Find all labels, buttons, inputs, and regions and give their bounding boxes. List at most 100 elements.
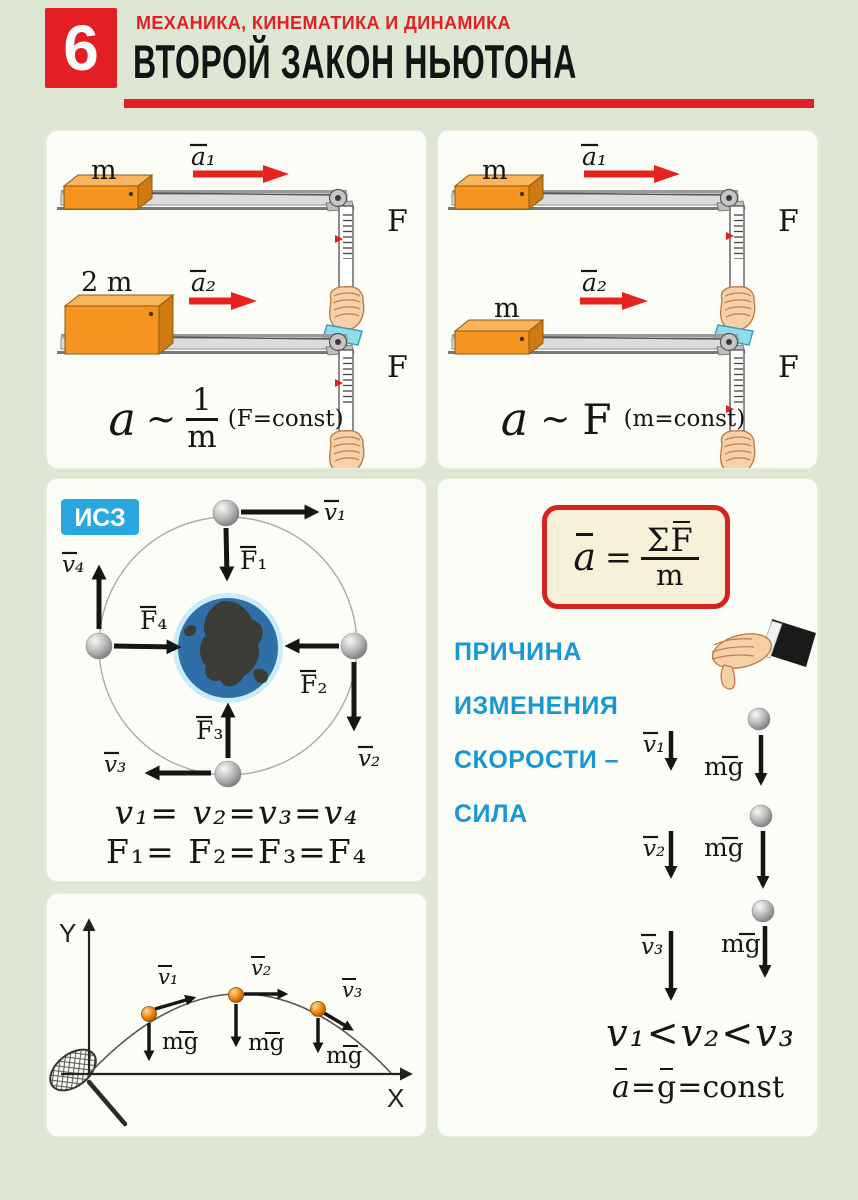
scale-pointer (726, 232, 734, 240)
panel-mass-experiment: m a₁ F (46, 130, 427, 469)
acceleration-arrow-a2: a₂ (580, 268, 648, 310)
velocity-arrow-v1 (154, 994, 197, 1011)
sigma-sign: Σ (646, 520, 670, 559)
satellite-ball (340, 632, 368, 660)
panel-satellite: ИСЗ v₁ F₁ v₄ F₄ (46, 478, 427, 882)
svg-text:mg: mg (704, 752, 744, 781)
velocity-label-v1: v₁ (643, 731, 665, 758)
cord (138, 192, 336, 196)
projectile-ball (310, 1001, 326, 1017)
block-label: m (482, 155, 508, 186)
svg-text:F₁: F₁ (240, 546, 267, 575)
cause-text: ПРИЧИНА ИЗМЕНЕНИЯ СКОРОСТИ – СИЛА (454, 625, 689, 841)
svg-text:v₁: v₁ (324, 500, 346, 526)
badge-label: ИСЗ (74, 504, 125, 532)
svg-text:v₃: v₃ (641, 934, 663, 960)
racket-icon (49, 1048, 128, 1127)
svg-text:v₂: v₂ (643, 836, 665, 862)
law-F: F (670, 520, 693, 559)
acceleration-arrow-a1: a₁ (581, 142, 680, 183)
force-arrow-f4 (113, 639, 182, 655)
cord (529, 336, 727, 340)
concl-a: a (611, 1069, 630, 1105)
page-title: ВТОРОЙ ЗАКОН НЬЮТОНА (133, 35, 578, 88)
number-badge: 6 (45, 8, 117, 88)
scale-pointer (335, 235, 343, 243)
svg-text:F₄: F₄ (140, 606, 167, 635)
formula-a: a (108, 392, 136, 446)
cause-line: СКОРОСТИ – (454, 746, 620, 774)
mg-label: mg (248, 1030, 285, 1056)
block-2m (63, 293, 175, 356)
svg-text:mg: mg (704, 833, 744, 862)
block-m (453, 318, 545, 356)
block-label: m (494, 293, 520, 324)
equation-forces: F₁= F₂=F₃=F₄ (106, 831, 368, 871)
svg-text:F₂: F₂ (300, 670, 327, 699)
svg-text:a₁: a₁ (582, 142, 607, 171)
condition-label: (m=const) (623, 406, 746, 432)
velocity-label-v3: v₃ (641, 933, 663, 960)
condition-label: (F=const) (227, 406, 344, 432)
panel-freefall: v₁ mg v₂ mg v₃ mg a = Σ F (437, 478, 818, 1137)
formula-F: F (582, 394, 612, 444)
equals-sign: = (605, 538, 632, 576)
hand-dropping-icon (711, 619, 816, 690)
svg-text:mg: mg (162, 1029, 199, 1055)
velocity-label-v2: v₂ (643, 835, 665, 862)
block-m (62, 173, 154, 211)
force-arrow-f1 (219, 527, 235, 582)
formula-a-F: a ~ F (m=const) (478, 381, 768, 457)
law-m: m (655, 558, 684, 593)
velocity-label-v4: v₄ (62, 551, 84, 578)
falling-ball (747, 707, 771, 731)
velocity-label-v2: v₂ (251, 956, 271, 980)
satellite-ball (85, 632, 113, 660)
fraction-numerator: 1 (186, 383, 218, 421)
concl-g: g (657, 1069, 677, 1105)
force-label-f2: F₂ (300, 669, 327, 699)
block-label: m (91, 155, 117, 186)
cord (529, 192, 727, 196)
force-label: F (778, 350, 799, 385)
tilde: ~ (145, 398, 177, 440)
force-label: F (387, 204, 408, 239)
falling-ball (751, 899, 775, 923)
velocity-inequality: v₁<v₂<v₃ (606, 1011, 796, 1055)
mg-label: mg (326, 1043, 363, 1069)
force-label-f3: F₃ (196, 715, 223, 745)
spring-scale (726, 205, 745, 298)
panel-force-experiment: m a₁ F (437, 130, 818, 469)
law-a: a (573, 535, 596, 579)
velocity-label-v1: v₁ (158, 965, 178, 989)
force-label: F (387, 350, 408, 385)
cause-line: СИЛА (454, 800, 528, 828)
force-label-f4: F₄ (140, 605, 167, 635)
svg-text:v₃: v₃ (104, 752, 126, 778)
acceleration-conclusion: a = g =const (578, 1067, 817, 1107)
newton-law-formula-box: a = Σ F m (542, 505, 730, 609)
cause-line: ПРИЧИНА (454, 638, 582, 666)
falling-ball (749, 804, 773, 828)
projectile-ball (141, 1006, 157, 1022)
velocity-label-v3: v₃ (342, 978, 362, 1002)
acceleration-arrow-a1: a₁ (190, 142, 289, 183)
svg-text:v₄: v₄ (62, 552, 84, 578)
mg-label: mg (162, 1029, 199, 1055)
formula-a: a (500, 392, 529, 446)
axis-x-label: X (387, 1083, 404, 1113)
force-label-f1: F₁ (240, 545, 267, 575)
concl-const: =const (677, 1069, 785, 1105)
satellite-ball (212, 499, 240, 527)
svg-text:mg: mg (326, 1043, 363, 1069)
svg-text:v₂: v₂ (251, 956, 271, 980)
scale-pointer (335, 379, 343, 387)
force-label: F (778, 204, 799, 239)
velocity-label-v1: v₁ (324, 499, 346, 526)
mg-label: mg (704, 752, 744, 781)
block-label: 2 m (81, 267, 132, 298)
velocity-label-v2: v₂ (358, 745, 380, 772)
acceleration-arrow-a2: a₂ (189, 268, 257, 310)
mg-label: mg (704, 833, 744, 862)
cause-line: ИЗМЕНЕНИЯ (454, 692, 619, 720)
